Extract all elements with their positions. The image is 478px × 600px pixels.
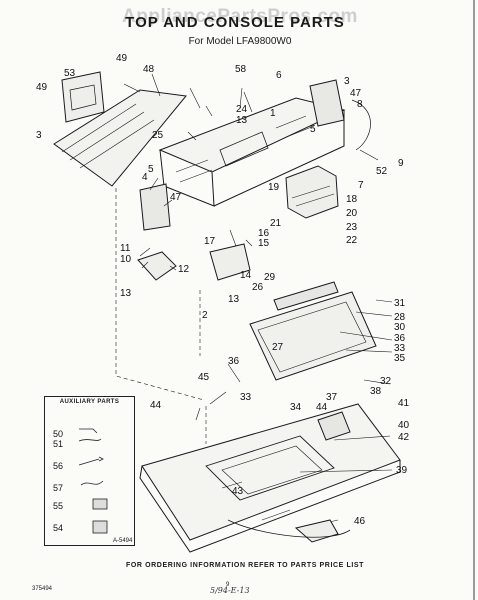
ordering-note: FOR ORDERING INFORMATION REFER TO PARTS …: [125, 562, 365, 569]
handwritten-note: 5/94-E-13: [210, 586, 250, 595]
clip-50-shape: [79, 428, 98, 434]
callout-21: 21: [270, 218, 282, 229]
callout-34: 34: [290, 402, 302, 413]
wire-51-shape: [78, 438, 102, 442]
callout-52: 52: [376, 166, 388, 177]
callout-22: 22: [346, 235, 358, 246]
lid-shape: [249, 291, 377, 381]
callout-19: 19: [268, 182, 280, 193]
rear-panel-shape: [53, 89, 187, 187]
callout-48: 48: [143, 64, 155, 75]
callout-41: 41: [398, 398, 410, 409]
callout-47-right: 47: [350, 88, 362, 99]
callout-26: 26: [252, 282, 264, 293]
callout-33-right: 33: [394, 343, 406, 354]
bracket-55-shape: [92, 498, 108, 510]
tie-57-shape: [80, 480, 104, 486]
aux-item-51: 51: [53, 439, 63, 449]
switch-shape: [137, 251, 177, 281]
callout-39: 39: [396, 465, 408, 476]
callout-32: 32: [380, 376, 392, 387]
callout-6: 6: [276, 70, 282, 81]
box-54-shape: [92, 520, 108, 534]
callout-44-right: 44: [316, 402, 328, 413]
callout-35: 35: [394, 353, 406, 364]
callout-4: 4: [142, 172, 148, 183]
callout-40: 40: [398, 420, 410, 431]
bracket-shape: [61, 71, 105, 123]
callout-44-left: 44: [150, 400, 162, 411]
callout-47-left: 47: [170, 192, 182, 203]
timer-assembly: [285, 165, 339, 219]
callout-37: 37: [326, 392, 338, 403]
callout-36-left: 36: [228, 356, 240, 367]
callout-18: 18: [346, 194, 358, 205]
document-code: 375494: [32, 586, 53, 592]
callout-16: 16: [258, 228, 270, 239]
callout-7: 7: [358, 180, 364, 191]
callout-12: 12: [178, 264, 190, 275]
callout-13-top: 13: [236, 115, 248, 126]
scan-edge: [473, 0, 475, 600]
selector-switch-shape: [209, 243, 251, 281]
callout-5-right: 5: [310, 124, 316, 135]
callout-30: 30: [394, 322, 406, 333]
callout-13-left: 13: [120, 288, 132, 299]
callout-38: 38: [370, 386, 382, 397]
callout-20: 20: [346, 208, 358, 219]
auxiliary-parts-drawing: 50 51 56 57 55 54: [53, 428, 108, 534]
callout-3-left: 3: [36, 130, 42, 141]
callout-10: 10: [120, 254, 132, 265]
callout-33-left: 33: [240, 392, 252, 403]
page-number: 9: [226, 582, 230, 588]
callout-9: 9: [398, 158, 404, 169]
callout-3-right: 3: [344, 76, 350, 87]
callout-8: 8: [357, 99, 363, 110]
callout-29: 29: [264, 272, 276, 283]
callout-27: 27: [272, 342, 284, 353]
callout-46: 46: [354, 516, 366, 527]
callout-49-left: 49: [36, 82, 48, 93]
agitator-base-shape: [294, 519, 339, 543]
callout-15: 15: [258, 238, 270, 249]
aux-item-54: 54: [53, 523, 63, 533]
callout-25: 25: [152, 130, 164, 141]
drawing-id: A-5494: [113, 538, 133, 544]
auxiliary-parts-title: AUXILIARY PARTS: [59, 399, 120, 405]
callout-14: 14: [240, 270, 252, 281]
callout-17: 17: [204, 236, 216, 247]
aux-item-56: 56: [53, 461, 63, 471]
hinge-shape: [273, 281, 339, 311]
callout-5-left: 5: [148, 164, 154, 175]
aux-item-50: 50: [53, 429, 63, 439]
callout-49-top: 49: [116, 53, 128, 64]
callout-36-right: 36: [394, 333, 406, 344]
callout-11: 11: [120, 243, 131, 254]
callout-24: 24: [236, 104, 248, 115]
aux-item-57: 57: [53, 483, 63, 493]
lid-switch-shape: [317, 411, 351, 441]
end-cap-right: [309, 79, 345, 127]
model-subtitle: For Model LFA9800W0: [188, 36, 292, 47]
end-cap-left: [139, 183, 171, 231]
callout-23: 23: [346, 222, 358, 233]
screw-56-shape: [78, 456, 104, 466]
callout-53: 53: [64, 68, 76, 79]
callout-13-bottom: 13: [228, 294, 240, 305]
diagram-title: TOP AND CONSOLE PARTS: [125, 14, 345, 31]
site-watermark: AppliancePartsPros.com: [122, 6, 358, 27]
callout-42: 42: [398, 432, 410, 443]
auxiliary-parts-box: AUXILIARY PARTS 50 51 56 57 55 54: [44, 396, 135, 546]
callout-45: 45: [198, 372, 210, 383]
callout-2: 2: [202, 310, 208, 321]
callout-31: 31: [394, 298, 406, 309]
callout-58: 58: [235, 64, 247, 75]
aux-item-55: 55: [53, 501, 63, 511]
callout-43: 43: [232, 486, 244, 497]
callout-28: 28: [394, 312, 406, 323]
callout-1: 1: [270, 108, 276, 119]
